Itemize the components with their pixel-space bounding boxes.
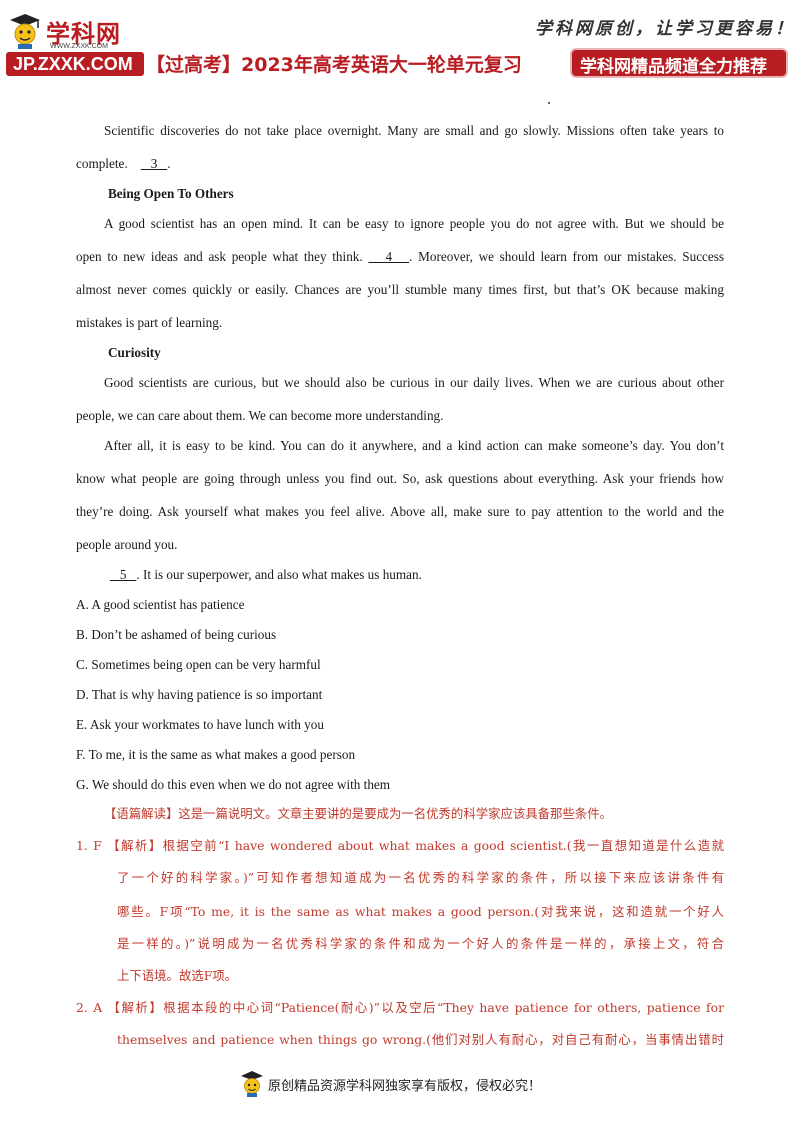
passage-text: . Moreover, we should learn from our mis… [409, 249, 724, 264]
page-header: 学科网 WWW.ZXXK.COM 学科网原创，让学习更容易！ JP.ZXXK.C… [0, 0, 800, 104]
option-c: C. Sometimes being open can be very harm… [76, 657, 321, 672]
section-heading-curiosity: Curiosity [108, 345, 161, 360]
blank-number: 5 [119, 567, 127, 582]
option-g: G. We should do this even when we do not… [76, 777, 391, 792]
section-heading-open: Being Open To Others [108, 186, 234, 201]
option-b: B. Don’t be ashamed of being curious [76, 627, 277, 642]
passage-line: people around you. [76, 537, 178, 552]
course-title: 【过高考】2023年高考英语大一轮单元复习 [146, 54, 522, 76]
copyright-notice: 原创精品资源学科网独家享有版权，侵权必究！ [268, 1079, 542, 1094]
passage-line: almost never comes quickly or easily. Ch… [76, 282, 724, 297]
passage-line-blank4: open to new ideas and ask people what th… [76, 249, 724, 265]
passage-line: Good scientists are curious, but we shou… [104, 375, 724, 390]
passage-line: they’re doing. Ask yourself what makes y… [76, 504, 724, 519]
passage-line: A good scientist has an open mind. It ca… [104, 216, 724, 231]
analysis-intro: 【语篇解读】这是一篇说明文。文章主要讲的是要成为一名优秀的科学家应该具备那些条件… [104, 806, 613, 821]
brand-site-url: WWW.ZXXK.COM [50, 43, 108, 50]
passage-line: people, we can care about them. We can b… [76, 408, 444, 423]
recommend-label: 学科网精品频道全力推荐 [580, 57, 767, 77]
stray-dot [548, 102, 550, 104]
option-e: E. Ask your workmates to have lunch with… [76, 717, 324, 732]
blank-number: 4 [385, 249, 393, 264]
passage-line: mistakes is part of learning. [76, 315, 223, 330]
blank-5: 5 [110, 567, 136, 582]
analysis-line: 是一样的。)”说明成为一名优秀科学家的条件和成为一个好人的条件是一样的，承接上文… [117, 936, 724, 951]
recommend-badge: 学科网精品频道全力推荐 [572, 50, 786, 77]
analysis-line: 1. F 【解析】根据空前“I have wondered about what… [76, 838, 724, 853]
option-d: D. That is why having patience is so imp… [76, 687, 323, 702]
option-f: F. To me, it is the same as what makes a… [76, 747, 356, 762]
passage-line: After all, it is easy to be kind. You ca… [104, 438, 724, 453]
passage-line: Scientific discoveries do not take place… [104, 123, 724, 138]
slogan: 学科网原创，让学习更容易！ [535, 19, 795, 39]
analysis-line: 2. A 【解析】根据本段的中心词“Patience(耐心)”以及空后“They… [76, 1000, 724, 1015]
zxxk-logo[interactable]: 学科网 WWW.ZXXK.COM [8, 10, 128, 52]
blank-4: 4 [368, 249, 409, 264]
graduate-mascot-icon [10, 14, 40, 49]
site-link-label: JP.ZXXK.COM [13, 54, 133, 74]
analysis-line: 上下语境。故选F项。 [117, 968, 238, 983]
analysis-line: 哪些。F项“To me, it is the same as what make… [117, 904, 724, 919]
analysis-line: 了一个好的科学家。)”可知作者想知道成为一名优秀的科学家的条件，所以接下来应该讲… [117, 870, 724, 885]
passage-line-blank5: 5 . It is our superpower, and also what … [110, 567, 422, 583]
passage-line: know what people are going through unles… [76, 471, 724, 486]
brand-name: 学科网 [46, 20, 121, 48]
analysis-line: themselves and patience when things go w… [117, 1032, 724, 1047]
blank-number: 3 [150, 156, 158, 171]
passage-text: . [167, 156, 171, 171]
passage-text: complete. [76, 156, 128, 171]
blank-3: 3 [141, 156, 167, 171]
page-footer: 原创精品资源学科网独家享有版权，侵权必究！ [240, 1070, 580, 1098]
site-link[interactable]: JP.ZXXK.COM [6, 52, 144, 76]
passage-line-blank3: complete. 3 . [76, 156, 171, 172]
option-a: A. A good scientist has patience [76, 597, 245, 612]
passage-text: . It is our superpower, and also what ma… [136, 567, 422, 582]
graduate-mascot-icon [241, 1071, 263, 1097]
passage-text: open to new ideas and ask people what th… [76, 249, 363, 264]
